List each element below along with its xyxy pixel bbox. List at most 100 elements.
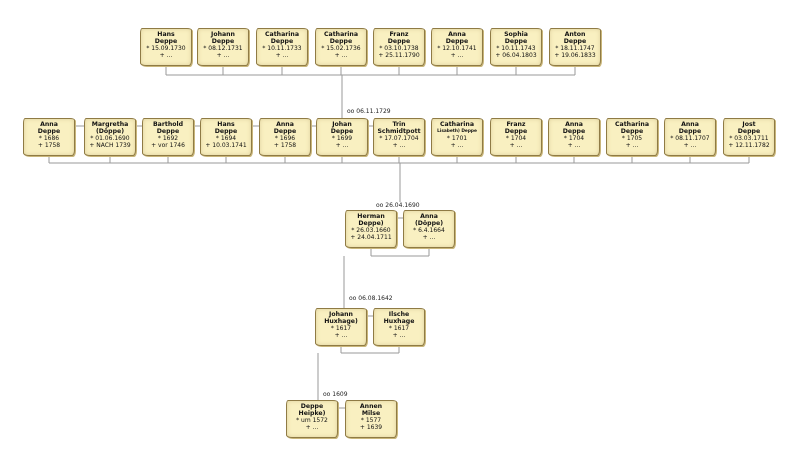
person-birth: * 17.07.1704 (379, 135, 419, 142)
person-given-name: Franz (389, 31, 409, 38)
person-card[interactable]: Margretha(Döppe)* 01.06.1690+ NACH 1739 (84, 118, 136, 156)
person-death: + NACH 1739 (89, 142, 131, 149)
person-given-name: Ilsche (388, 311, 410, 318)
person-birth: * 10.11.1733 (262, 45, 302, 52)
person-family-name: Deppe (37, 128, 61, 135)
person-family-name: Deppe (678, 128, 702, 135)
person-death: + 25.11.1790 (378, 52, 420, 59)
person-family-name: Heipke) (298, 410, 326, 417)
person-birth: * 12.10.1741 (437, 45, 477, 52)
person-birth: * 03.10.1738 (379, 45, 419, 52)
person-given-name: Annen (359, 403, 383, 410)
person-given-name: Trin (392, 121, 406, 128)
person-family-name: (Döppe) (414, 220, 444, 227)
person-death: + ... (275, 52, 289, 59)
person-birth: * 1704 (563, 135, 585, 142)
person-family-name: Milse (361, 410, 381, 417)
person-death: + 1758 (273, 142, 297, 149)
person-birth: * 1577 (360, 417, 382, 424)
person-family-name: Huxhage) (324, 318, 358, 325)
person-given-name: Johann (329, 311, 353, 318)
person-family-name: Deppe (270, 38, 294, 45)
marriage-label: oo 26.04.1690 (374, 202, 422, 210)
person-family-name: Deppe (273, 128, 297, 135)
person-birth: * 1705 (621, 135, 643, 142)
person-birth: * 10.11.1743 (496, 45, 536, 52)
person-given-name: Jost (742, 121, 756, 128)
person-birth: * 1694 (215, 135, 237, 142)
person-family-name: Deppe (156, 128, 180, 135)
person-birth: * 08.12.1731 (203, 45, 243, 52)
person-family-name: Huxhage (383, 318, 415, 325)
person-given-name: Johann (211, 31, 235, 38)
person-given-name: Hans (217, 121, 235, 128)
person-birth: * 1692 (157, 135, 179, 142)
person-given-name: Anna (448, 31, 466, 38)
person-family-name: Deppe (562, 128, 586, 135)
person-death: + ... (334, 52, 348, 59)
person-given-name: Catharina (264, 31, 299, 38)
person-death: + 10.03.1741 (205, 142, 247, 149)
person-death: + ... (392, 332, 406, 339)
person-death: + ... (334, 332, 348, 339)
person-death: + 12.11.1782 (728, 142, 770, 149)
person-death: + ... (216, 52, 230, 59)
person-family-name: Deppe (211, 38, 235, 45)
person-given-name: Margretha (91, 121, 129, 128)
person-death: + 06.04.1803 (495, 52, 537, 59)
person-birth: * 15.09.1730 (146, 45, 186, 52)
person-death: + ... (450, 52, 464, 59)
person-birth: * 18.11.1747 (555, 45, 595, 52)
person-given-name: Catharina (439, 121, 474, 128)
person-death: + ... (422, 234, 436, 241)
marriage-label: oo 1609 (321, 391, 350, 399)
person-family-name: Deppe (504, 38, 528, 45)
person-death: + ... (683, 142, 697, 149)
person-death: + ... (567, 142, 581, 149)
person-death: + vor 1746 (151, 142, 185, 149)
person-family-name: Schmidtpott (377, 128, 421, 135)
person-death: + 19.06.1833 (554, 52, 596, 59)
marriage-label: oo 06.11.1729 (345, 108, 393, 116)
person-birth: * 08.11.1707 (670, 135, 710, 142)
person-family-name: Deppe (563, 38, 587, 45)
person-family-name: Deppe) (358, 220, 384, 227)
person-death: + ... (159, 52, 173, 59)
person-given-name: Catharina (323, 31, 358, 38)
person-birth: * 6.4.1664 (413, 227, 445, 234)
person-given-name: Anna (565, 121, 583, 128)
person-card[interactable]: Anna(Döppe)* 6.4.1664+ ... (403, 210, 455, 248)
person-birth: * 1617 (388, 325, 410, 332)
person-death: + ... (509, 142, 523, 149)
person-death: + ... (450, 142, 464, 149)
person-birth: * 03.03.1711 (729, 135, 769, 142)
person-birth: * 01.06.1690 (90, 135, 130, 142)
